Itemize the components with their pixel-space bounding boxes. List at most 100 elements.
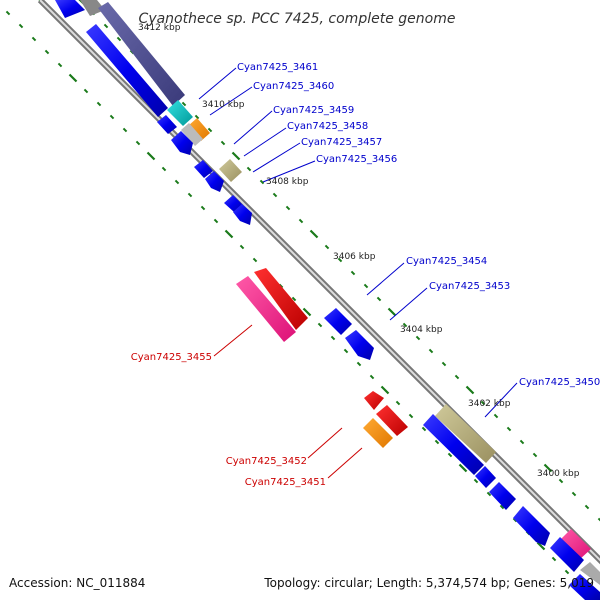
- tick-mark: [220, 140, 226, 146]
- tick-mark: [259, 179, 265, 185]
- tick-mark: [330, 335, 336, 341]
- tick-mark: [231, 151, 241, 161]
- tick-mark: [161, 166, 167, 172]
- kbp-label: 3406 kbp: [333, 252, 376, 262]
- gene-features: [55, 0, 600, 600]
- gene-feature-blue[interactable]: [157, 115, 177, 134]
- gene-feature-blue[interactable]: [475, 466, 496, 488]
- tick-mark: [103, 23, 109, 29]
- tick-mark: [486, 491, 492, 497]
- tick-mark: [239, 244, 245, 250]
- map-title: Cyanothece sp. PCC 7425, complete genome: [139, 11, 456, 27]
- gene-feature-blue[interactable]: [569, 574, 600, 600]
- tick-mark: [380, 385, 390, 395]
- tick-mark: [122, 127, 128, 133]
- gene-feature-blue[interactable]: [205, 171, 224, 192]
- gene-feature-blue[interactable]: [489, 482, 516, 510]
- gene-feature-orange[interactable]: [188, 118, 210, 141]
- gene-label[interactable]: Cyan7425_3451: [245, 477, 326, 488]
- gene-label[interactable]: Cyan7425_3456: [316, 154, 397, 165]
- tick-mark: [187, 192, 193, 198]
- kbp-label: 3412 kbp: [138, 23, 181, 33]
- tick-mark: [387, 307, 397, 317]
- tick-mark: [564, 569, 570, 575]
- gene-feature-red[interactable]: [254, 268, 308, 330]
- tick-mark: [181, 101, 187, 107]
- tick-mark: [584, 504, 590, 510]
- tick-mark: [597, 517, 600, 522]
- gene-feature-grey[interactable]: [80, 0, 105, 16]
- gene-feature-blue[interactable]: [86, 24, 168, 117]
- tick-mark: [465, 385, 475, 395]
- gene-feature-pink[interactable]: [236, 276, 296, 342]
- gene-feature-blue[interactable]: [324, 308, 352, 335]
- gene-feature-blue[interactable]: [55, 0, 85, 18]
- gene-feature-blue[interactable]: [171, 131, 193, 155]
- tick-mark: [571, 491, 577, 497]
- tick-mark: [291, 296, 297, 302]
- gene-label[interactable]: Cyan7425_3453: [429, 281, 510, 292]
- tick-mark: [493, 413, 499, 419]
- gene-feature-blue[interactable]: [550, 537, 584, 572]
- gene-label[interactable]: Cyan7425_3459: [273, 105, 354, 116]
- tick-mark: [337, 257, 343, 263]
- gene-feature-blue[interactable]: [345, 330, 374, 360]
- gene-feature-cyan[interactable]: [167, 100, 193, 126]
- tick-mark: [441, 361, 447, 367]
- accession-text: Accession: NC_011884: [9, 576, 145, 590]
- gene-feature-blue[interactable]: [423, 414, 484, 475]
- tick-mark: [369, 374, 375, 380]
- gene-feature-grey[interactable]: [580, 562, 600, 585]
- gene-label[interactable]: Cyan7425_3454: [406, 256, 487, 267]
- tick-mark: [207, 127, 213, 133]
- tick-mark: [356, 361, 362, 367]
- gene-feature-grey[interactable]: [181, 123, 203, 146]
- tick-mark: [252, 257, 258, 263]
- tick-mark: [376, 296, 382, 302]
- tick-mark: [272, 192, 278, 198]
- tick-mark: [213, 218, 219, 224]
- topology-text: Topology: circular; Length: 5,374,574 bp…: [263, 576, 594, 590]
- gene-feature-navy[interactable]: [98, 2, 185, 106]
- kbp-scale-labels: 3412 kbp 3410 kbp 3408 kbp 3406 kbp 3404…: [138, 23, 580, 479]
- tick-mark: [324, 244, 330, 250]
- gene-feature-blue[interactable]: [233, 204, 252, 225]
- gene-feature-olive[interactable]: [219, 159, 242, 182]
- tick-mark: [109, 114, 115, 120]
- gene-feature-orange[interactable]: [363, 418, 393, 448]
- gene-label[interactable]: Cyan7425_3452: [226, 456, 307, 467]
- gene-feature-olive[interactable]: [435, 404, 496, 463]
- tick-mark: [434, 439, 440, 445]
- gene-feature-pink[interactable]: [559, 529, 591, 560]
- tick-mark: [135, 140, 141, 146]
- tick-mark: [543, 463, 553, 473]
- tick-mark: [473, 478, 479, 484]
- tick-mark: [116, 36, 122, 42]
- tick-mark: [415, 335, 421, 341]
- gene-label[interactable]: Cyan7425_3458: [287, 121, 368, 132]
- gene-label[interactable]: Cyan7425_3461: [237, 62, 318, 73]
- tick-mark: [18, 23, 24, 29]
- tick-mark: [174, 179, 180, 185]
- tick-mark: [350, 270, 356, 276]
- tick-mark: [200, 205, 206, 211]
- gene-label[interactable]: Cyan7425_3457: [301, 137, 382, 148]
- kbp-label: 3400 kbp: [537, 469, 580, 479]
- tick-mark: [44, 49, 50, 55]
- kbp-label: 3410 kbp: [202, 100, 245, 110]
- gene-label[interactable]: Cyan7425_3455: [131, 352, 212, 363]
- tick-mark: [536, 541, 546, 551]
- gene-feature-red[interactable]: [364, 391, 384, 410]
- tick-mark: [146, 151, 156, 161]
- tick-mark: [558, 478, 564, 484]
- tick-mark: [532, 452, 538, 458]
- gene-feature-red[interactable]: [376, 405, 408, 436]
- tick-mark: [309, 229, 319, 239]
- gene-feature-blue[interactable]: [513, 506, 550, 546]
- tick-mark: [395, 400, 401, 406]
- tick-mark: [343, 348, 349, 354]
- gene-feature-blue[interactable]: [194, 160, 213, 178]
- gene-label[interactable]: Cyan7425_3460: [253, 81, 334, 92]
- gene-label[interactable]: Cyan7425_3450: [519, 377, 600, 388]
